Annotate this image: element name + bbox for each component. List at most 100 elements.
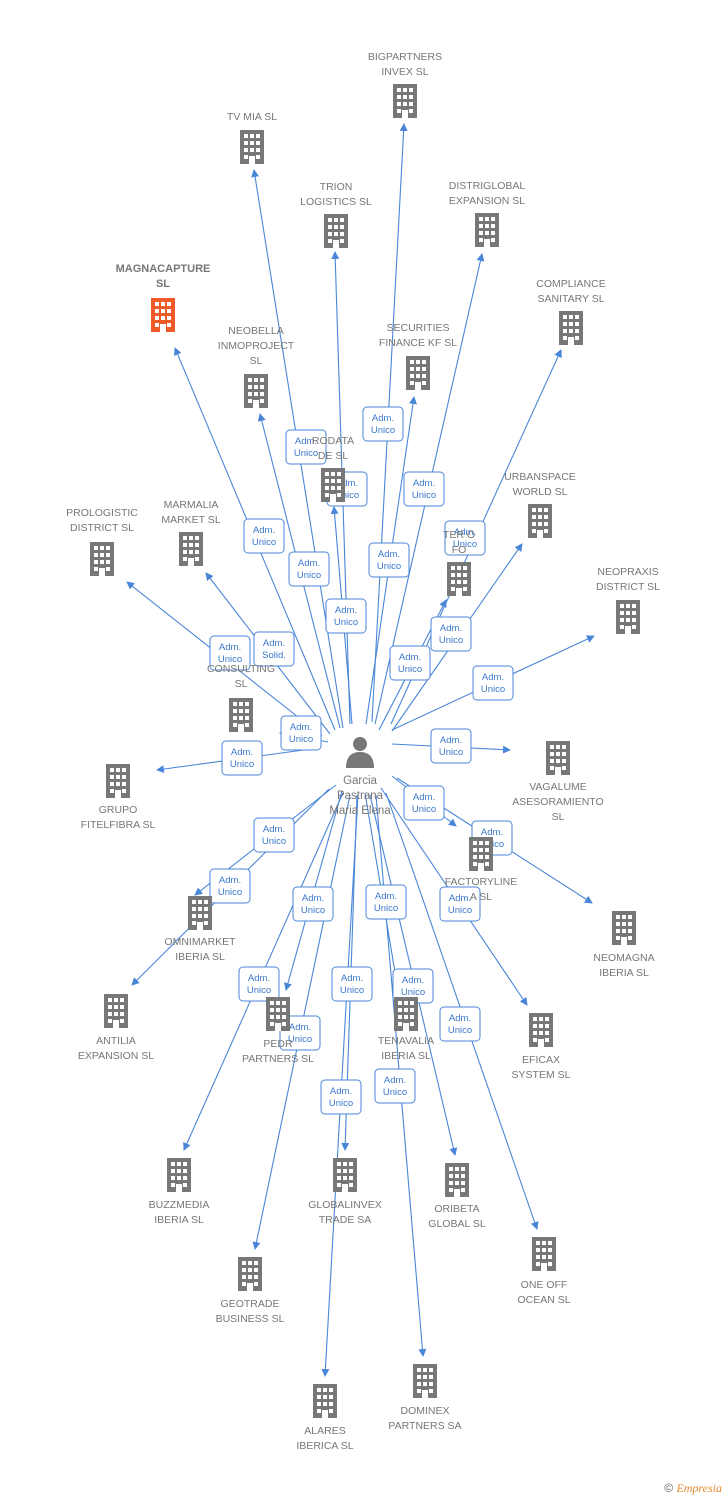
- role-badge-distriglobal[interactable]: Adm.Unico: [403, 471, 445, 507]
- role-badge-box: [253, 817, 295, 853]
- building-icon: [333, 1158, 357, 1192]
- company-node-ter[interactable]: TER OFO: [443, 529, 475, 596]
- role-badge-text: Unico: [371, 425, 395, 436]
- company-label: IBERIA SL: [599, 967, 649, 979]
- role-badge-oneoff[interactable]: Adm.Unico: [439, 1006, 481, 1042]
- role-badge-text: Adm.: [399, 652, 421, 663]
- company-label: BUSINESS SL: [216, 1313, 285, 1325]
- company-label: PARTNERS SL: [242, 1053, 314, 1065]
- role-badge-text: Adm.: [440, 735, 462, 746]
- person-icon: [346, 737, 374, 768]
- role-badge-geotrade[interactable]: Adm.Unico: [279, 1015, 321, 1051]
- role-badge-consulting[interactable]: Adm.Unico: [280, 715, 322, 751]
- role-badge-ter[interactable]: Adm.Unico: [389, 645, 431, 681]
- role-badge-alares[interactable]: Adm.Unico: [320, 1079, 362, 1115]
- role-badge-text: Adm.: [341, 973, 363, 984]
- role-badge-pedr[interactable]: Adm.Unico: [292, 886, 334, 922]
- role-badge-text: Unico: [481, 684, 505, 695]
- role-badge-text: Unico: [218, 887, 242, 898]
- role-badge-text: Unico: [289, 734, 313, 745]
- role-badge-box: [243, 518, 285, 554]
- role-badge-tenavalia[interactable]: Adm.Unico: [365, 884, 407, 920]
- role-badge-compliance[interactable]: Adm.Unico: [444, 520, 486, 556]
- company-label: FINANCE KF SL: [379, 337, 457, 349]
- building-icon: [469, 837, 493, 871]
- role-badge-box: [389, 645, 431, 681]
- role-badge-text: Adm.: [253, 525, 275, 536]
- role-badge-text: Adm.: [263, 638, 285, 649]
- role-badge-grupofitelfibra[interactable]: Adm.Unico: [221, 740, 263, 776]
- role-badge-text: Adm.: [449, 893, 471, 904]
- role-badge-bigpartners[interactable]: Adm.Unico: [362, 406, 404, 442]
- role-badge-text: Adm.: [336, 478, 358, 489]
- role-badge-securities[interactable]: Adm.Unico: [368, 542, 410, 578]
- company-label: INVEX SL: [381, 66, 428, 78]
- role-badge-dominex[interactable]: Adm.Unico: [374, 1068, 416, 1104]
- role-badge-omnimarket[interactable]: Adm.Unico: [253, 817, 295, 853]
- role-badge-factoryline[interactable]: Adm.Unico: [403, 785, 445, 821]
- role-badge-text: Unico: [334, 617, 358, 628]
- role-badge-text: Adm.: [413, 478, 435, 489]
- building-icon: [321, 468, 345, 502]
- building-icon: [475, 213, 499, 247]
- role-badge-box: [280, 715, 322, 751]
- role-badge-antilia[interactable]: Adm.Unico: [209, 868, 251, 904]
- role-badge-marmalia[interactable]: Adm.Solid.: [253, 631, 295, 667]
- role-badge-box: [325, 598, 367, 634]
- company-label: TV MIA SL: [227, 111, 277, 123]
- role-badge-text: Unico: [377, 561, 401, 572]
- role-badge-rodata[interactable]: Adm.Unico: [325, 598, 367, 634]
- role-badge-vagalume[interactable]: Adm.Unico: [430, 728, 472, 764]
- role-badge-text: Unico: [252, 537, 276, 548]
- building-icon: [104, 994, 128, 1028]
- footer-brand[interactable]: © Empresia: [664, 1481, 722, 1496]
- role-badge-tvmia[interactable]: Adm.Unico: [285, 429, 327, 465]
- role-badge-box: [365, 884, 407, 920]
- role-badge-buzzmedia[interactable]: Adm.Unico: [238, 966, 280, 1002]
- building-icon: [188, 896, 212, 930]
- role-badge-prologistic[interactable]: Adm.Unico: [209, 635, 251, 671]
- building-icon: [167, 1158, 191, 1192]
- role-badge-urbanspace[interactable]: Adm.Unico: [430, 616, 472, 652]
- building-icon: [324, 214, 348, 248]
- role-badge-eficax[interactable]: Adm.Unico: [439, 886, 481, 922]
- role-badge-text: Adm.: [440, 623, 462, 634]
- role-badge-globalinvex[interactable]: Adm.Unico: [331, 966, 373, 1002]
- role-badge-neopraxis[interactable]: Adm.Unico: [472, 665, 514, 701]
- role-badge-magnacapture[interactable]: Adm.Unico: [243, 518, 285, 554]
- company-node-tvmia[interactable]: TV MIA SL: [227, 111, 277, 164]
- role-badge-text: Adm.: [481, 827, 503, 838]
- role-badge-text: Adm.: [263, 824, 285, 835]
- role-badge-neobella[interactable]: Adm.Unico: [288, 551, 330, 587]
